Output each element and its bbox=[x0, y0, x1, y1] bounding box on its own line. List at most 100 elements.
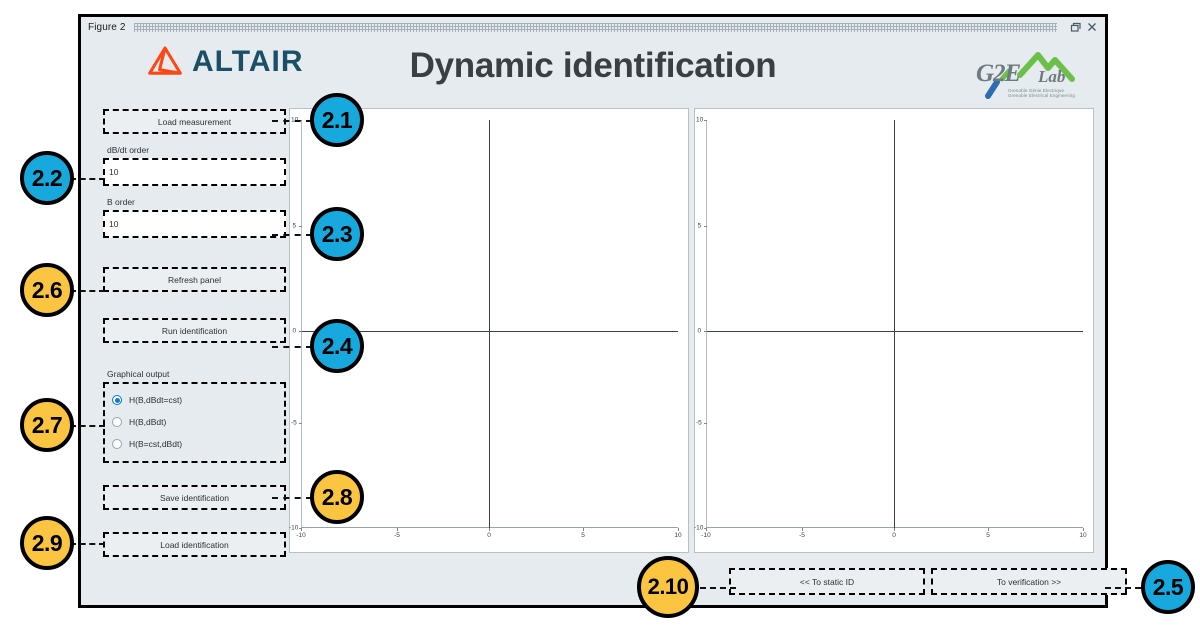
page-title: Dynamic identification bbox=[409, 46, 777, 85]
g2elab-tagline-en: Grenoble Electrical Engineering bbox=[1008, 93, 1076, 98]
x-tick-label: -5 bbox=[394, 532, 400, 539]
save-identification-button[interactable]: Save identification bbox=[103, 485, 286, 510]
control-panel: Load measurement dB/dt order 10 B order … bbox=[103, 105, 286, 557]
run-identification-button[interactable]: Run identification bbox=[103, 318, 286, 343]
x-tick-mark bbox=[802, 528, 803, 531]
x-tick-mark bbox=[678, 528, 679, 531]
altair-triangle-icon bbox=[148, 46, 182, 75]
callout-2-2: 2.2 bbox=[20, 151, 74, 205]
graphical-output-label: Graphical output bbox=[107, 369, 170, 379]
y-tick-label: 0 bbox=[292, 327, 297, 334]
y-axis-spine bbox=[301, 120, 302, 528]
x-tick-label: -10 bbox=[296, 532, 306, 539]
window-title: Figure 2 bbox=[88, 21, 126, 33]
altair-wordmark: ALTAIR bbox=[192, 44, 304, 78]
x-tick-mark bbox=[397, 528, 398, 531]
x-tick-mark bbox=[583, 528, 584, 531]
app-content: Load measurement dB/dt order 10 B order … bbox=[81, 105, 1127, 605]
radio-indicator[interactable] bbox=[112, 417, 122, 427]
g2elab-lab-word: Lab bbox=[1038, 67, 1066, 86]
g2elab-name: G2E bbox=[976, 60, 1021, 87]
callout-2-1: 2.1 bbox=[310, 93, 364, 147]
g2elab-tagline-fr: Grenoble Génie Electrique bbox=[1008, 88, 1065, 93]
plot-right[interactable]: 10 5 0 -5 -10 -10 -5 0 5 10 bbox=[694, 108, 1094, 553]
leader-line-2-3 bbox=[272, 234, 312, 236]
leader-line-2-8 bbox=[272, 497, 312, 499]
y-tick-label: 10 bbox=[696, 116, 704, 124]
plot-right-axes: 10 5 0 -5 -10 -10 -5 0 5 10 bbox=[694, 109, 1093, 552]
x-tick-mark bbox=[1083, 528, 1084, 531]
leader-line-2-9 bbox=[70, 543, 105, 545]
x-tick-label: 5 bbox=[986, 532, 990, 539]
graphical-output-radio-group: H(B,dBdt=cst) H(B,dBdt) H(B=cst,dBdt) bbox=[103, 382, 286, 463]
y-tick-label: 0 bbox=[697, 327, 702, 334]
x-zero-line bbox=[894, 120, 895, 528]
dbdt-order-label: dB/dt order bbox=[107, 145, 150, 155]
y-zero-line bbox=[301, 330, 678, 332]
close-window-icon[interactable] bbox=[1085, 20, 1099, 34]
y-tick-mark bbox=[704, 423, 707, 424]
y-tick-label: -5 bbox=[291, 419, 297, 427]
to-static-id-button[interactable]: << To static ID bbox=[729, 568, 925, 595]
titlebar-grip-dots[interactable] bbox=[133, 22, 1057, 32]
x-tick-label: 0 bbox=[487, 532, 491, 539]
y-axis-spine bbox=[706, 120, 707, 528]
dbdt-order-input[interactable]: 10 bbox=[103, 158, 286, 186]
window-titlebar: Figure 2 bbox=[81, 17, 1105, 37]
x-zero-line bbox=[489, 120, 490, 528]
restore-window-icon[interactable] bbox=[1068, 20, 1082, 34]
altair-logo: ALTAIR bbox=[147, 45, 304, 78]
app-header: ALTAIR Dynamic identification G2E Lab Gr… bbox=[81, 37, 1105, 105]
x-tick-label: 0 bbox=[892, 532, 896, 539]
application-window: Figure 2 ALTAIR Dynamic identification bbox=[78, 14, 1127, 608]
to-verification-button[interactable]: To verification >> bbox=[931, 568, 1127, 595]
radio-option-h-b-dbdt[interactable]: H(B,dBdt) bbox=[105, 411, 284, 433]
y-tick-mark bbox=[704, 330, 707, 332]
x-tick-mark bbox=[894, 528, 895, 531]
radio-option-label: H(B=cst,dBdt) bbox=[129, 439, 183, 449]
y-tick-label: 5 bbox=[292, 222, 297, 229]
g2elab-logo: G2E Lab Grenoble Génie Electrique Grenob… bbox=[976, 49, 1080, 99]
b-order-input[interactable]: 10 bbox=[103, 210, 286, 238]
callout-2-4: 2.4 bbox=[310, 319, 364, 373]
to-verification-label: To verification >> bbox=[996, 576, 1062, 587]
y-tick-mark bbox=[704, 528, 707, 529]
callout-2-5: 2.5 bbox=[1141, 560, 1195, 614]
y-tick-mark bbox=[704, 225, 707, 227]
y-tick-label: -5 bbox=[696, 419, 702, 427]
y-tick-label: 5 bbox=[697, 222, 702, 229]
leader-line-2-5 bbox=[1105, 587, 1141, 589]
y-tick-mark bbox=[299, 423, 302, 424]
radio-indicator[interactable] bbox=[112, 439, 122, 449]
radio-option-h-b-cst-dbdt[interactable]: H(B=cst,dBdt) bbox=[105, 433, 284, 455]
leader-line-2-2 bbox=[70, 178, 105, 180]
callout-2-7: 2.7 bbox=[20, 398, 74, 452]
load-identification-label: Load identification bbox=[160, 539, 229, 550]
radio-option-h-b-dbdt-cst[interactable]: H(B,dBdt=cst) bbox=[105, 389, 284, 411]
x-tick-mark bbox=[988, 528, 989, 531]
callout-2-6: 2.6 bbox=[20, 263, 74, 317]
to-static-id-label: << To static ID bbox=[799, 576, 855, 587]
y-tick-label: -10 bbox=[289, 524, 299, 532]
green-mountain-icon bbox=[985, 52, 1075, 99]
b-order-value: 10 bbox=[109, 219, 119, 229]
callout-2-8: 2.8 bbox=[310, 470, 364, 524]
refresh-panel-label: Refresh panel bbox=[168, 274, 221, 285]
x-tick-label: 10 bbox=[1079, 532, 1087, 539]
load-identification-button[interactable]: Load identification bbox=[103, 532, 286, 557]
save-identification-label: Save identification bbox=[160, 492, 229, 503]
run-identification-label: Run identification bbox=[161, 325, 228, 336]
callout-2-10: 2.10 bbox=[637, 556, 699, 618]
radio-indicator[interactable] bbox=[112, 395, 122, 405]
x-tick-mark bbox=[301, 528, 302, 531]
b-order-label: B order bbox=[107, 197, 135, 207]
callout-2-9: 2.9 bbox=[20, 516, 74, 570]
leader-line-2-4 bbox=[272, 346, 312, 348]
dbdt-order-value: 10 bbox=[109, 167, 119, 177]
y-tick-mark bbox=[704, 120, 707, 121]
refresh-panel-button[interactable]: Refresh panel bbox=[103, 267, 286, 292]
y-tick-mark bbox=[299, 225, 302, 227]
leader-line-2-1 bbox=[272, 120, 312, 122]
load-measurement-button[interactable]: Load measurement bbox=[103, 109, 286, 134]
load-measurement-label: Load measurement bbox=[157, 116, 232, 127]
